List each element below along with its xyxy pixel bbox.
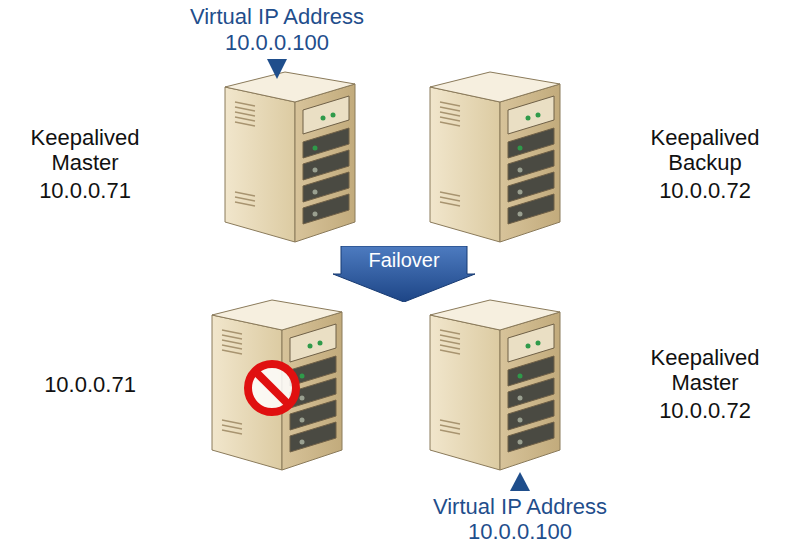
server-label: Keepalived Master xyxy=(630,345,780,395)
vip-label: Virtual IP Address xyxy=(188,4,367,29)
failover-arrow: Failover xyxy=(333,246,475,302)
arrow-text: Failover xyxy=(333,246,475,272)
vip-pointer xyxy=(510,472,530,491)
server-label: 10.0.0.71 xyxy=(42,372,138,397)
server-label: Keepalived Backup xyxy=(630,125,780,175)
server-label: Keepalived Master xyxy=(10,125,160,175)
server-label: 10.0.0.72 xyxy=(657,398,753,423)
server-label: 10.0.0.72 xyxy=(657,178,753,203)
vip-pointer xyxy=(267,59,287,79)
server-label: 10.0.0.71 xyxy=(37,178,133,203)
vip-label: 10.0.0.100 xyxy=(466,519,574,544)
vip-label: 10.0.0.100 xyxy=(223,30,331,55)
vip-label: Virtual IP Address xyxy=(431,494,610,519)
no-sign xyxy=(248,364,296,412)
